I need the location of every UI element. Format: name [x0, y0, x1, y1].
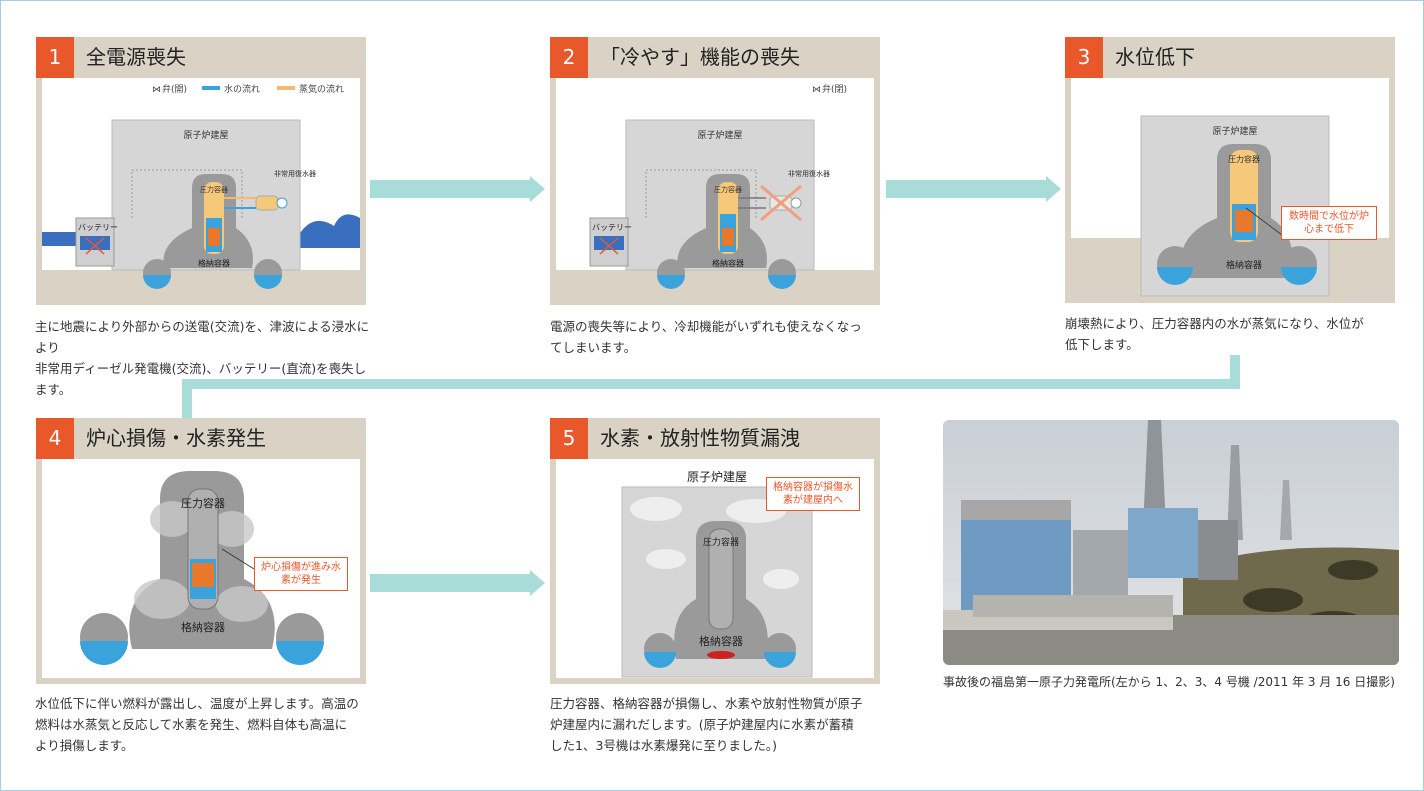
- note-leak: 格納容器が損傷水素が建屋内へ: [766, 477, 860, 511]
- diagram-3: 原子炉建屋 圧力容器 格納容器: [1071, 115, 1389, 297]
- step-desc-1: 主に地震により外部からの送電(交流)を、津波による浸水により 非常用ディーゼル発…: [35, 316, 375, 400]
- desc-line: 炉建屋内に漏れだします。(原子炉建屋内に水素が蓄積: [550, 717, 854, 732]
- label-building: 原子炉建屋: [697, 129, 742, 141]
- label-containment: 格納容器: [1226, 259, 1262, 271]
- desc-line: 水位低下に伴い燃料が露出し、温度が上昇します。高温の: [35, 696, 359, 711]
- label-containment: 格納容器: [712, 258, 744, 268]
- label-building: 原子炉建屋: [1212, 125, 1257, 137]
- note-hydrogen: 炉心損傷が進み水素が発生: [254, 557, 348, 591]
- plant-photo: [943, 420, 1399, 665]
- step-title: 全電源喪失: [86, 45, 186, 69]
- desc-line: 非常用ディーゼル発電機(交流)、バッテリー(直流)を喪失します。: [35, 361, 367, 397]
- label-building: 原子炉建屋: [183, 129, 228, 141]
- legend-valve: 弁(開): [162, 83, 187, 95]
- step-header: 1 全電源喪失: [36, 37, 366, 78]
- label-vessel: 圧力容器: [200, 185, 228, 194]
- diagram-4: 圧力容器 格納容器: [80, 471, 324, 665]
- legend-water: 水の流れ: [224, 83, 260, 95]
- step-number: 5: [550, 418, 588, 459]
- svg-text:⋈: ⋈: [152, 85, 161, 95]
- label-containment: 格納容器: [198, 258, 230, 268]
- step-title: 水位低下: [1115, 45, 1195, 69]
- desc-line: 燃料は水蒸気と反応して水素を発生、燃料自体も高温に: [35, 717, 348, 732]
- step-panel-2: 2 「冷やす」機能の喪失 ⋈ 弁(閉) 原子炉建屋 バッテリー 圧力容器 格納容…: [550, 37, 880, 305]
- step-header: 4 炉心損傷・水素発生: [36, 418, 366, 459]
- note-water-level: 数時間で水位が炉心まで低下: [1281, 206, 1377, 240]
- label-containment: 格納容器: [699, 634, 743, 648]
- arrow-4-5: [370, 570, 545, 596]
- step-title: 「冷やす」機能の喪失: [600, 45, 800, 69]
- desc-line: 主に地震により外部からの送電(交流)を、津波による浸水により: [35, 319, 370, 355]
- legend-steam: 蒸気の流れ: [299, 83, 344, 95]
- step-header: 5 水素・放射性物質漏洩: [550, 418, 880, 459]
- step-number: 2: [550, 37, 588, 78]
- step-panel-3: 3 水位低下 原子炉建屋 圧力容器 格納容器 数時間で水位が炉心まで低下: [1065, 37, 1395, 303]
- step-number: 3: [1065, 37, 1103, 78]
- desc-line: 崩壊熱により、圧力容器内の水が蒸気になり、水位が: [1065, 316, 1364, 331]
- desc-line: 圧力容器、格納容器が損傷し、水素や放射性物質が原子: [550, 696, 863, 711]
- label-vessel: 圧力容器: [703, 536, 739, 548]
- diagram-1: ⋈ 弁(開) 水の流れ 蒸気の流れ 原子炉建屋 バッテリー: [42, 83, 360, 299]
- desc-line: てしまいます。: [550, 340, 637, 355]
- connector-vertical-left: [182, 379, 192, 419]
- label-battery: バッテリー: [78, 223, 118, 232]
- diagram-2: ⋈ 弁(閉) 原子炉建屋 バッテリー 圧力容器 格納容器 非常: [556, 83, 874, 299]
- arrow-2-3: [886, 176, 1061, 202]
- label-vessel: 圧力容器: [714, 185, 742, 194]
- arrow-1-2: [370, 176, 545, 202]
- step-diagram: ⋈ 弁(閉) 原子炉建屋 バッテリー 圧力容器 格納容器 非常: [556, 78, 874, 299]
- step-desc-2: 電源の喪失等により、冷却機能がいずれも使えなくなっ てしまいます。: [550, 316, 890, 358]
- diagram-5: 原子炉建屋 圧力容器 格納容器: [621, 470, 813, 678]
- label-vessel: 圧力容器: [181, 496, 225, 510]
- label-vessel: 圧力容器: [1228, 154, 1260, 164]
- step-desc-5: 圧力容器、格納容器が損傷し、水素や放射性物質が原子 炉建屋内に漏れだします。(原…: [550, 693, 895, 756]
- step-desc-4: 水位低下に伴い燃料が露出し、温度が上昇します。高温の 燃料は水蒸気と反応して水素…: [35, 693, 380, 756]
- label-condenser: 非常用復水器: [274, 169, 316, 178]
- step-number: 4: [36, 418, 74, 459]
- step-panel-5: 5 水素・放射性物質漏洩 原子炉建屋 圧力容器 格納容器 格納容器が損傷水素が建…: [550, 418, 880, 684]
- svg-text:⋈: ⋈: [812, 85, 821, 95]
- label-building: 原子炉建屋: [687, 470, 747, 484]
- connector-vertical-right: [1230, 355, 1240, 389]
- desc-line: した1、3号機は水素爆発に至りました。): [550, 738, 778, 753]
- label-containment: 格納容器: [181, 620, 225, 634]
- step-diagram: ⋈ 弁(開) 水の流れ 蒸気の流れ 原子炉建屋 バッテリー: [42, 78, 360, 299]
- photo-caption: 事故後の福島第一原子力発電所(左から 1、2、3、4 号機 /2011 年 3 …: [943, 675, 1395, 689]
- step-title: 炉心損傷・水素発生: [86, 426, 266, 450]
- step-header: 3 水位低下: [1065, 37, 1395, 78]
- step-panel-4: 4 炉心損傷・水素発生 圧力容器 格納容器 炉心損傷が進み水素が発生: [36, 418, 366, 684]
- label-battery: バッテリー: [592, 223, 632, 232]
- desc-line: 低下します。: [1065, 337, 1139, 352]
- legend-valve: 弁(閉): [822, 83, 847, 95]
- step-title: 水素・放射性物質漏洩: [600, 426, 800, 450]
- connector-horizontal: [182, 379, 1240, 389]
- desc-line: 電源の喪失等により、冷却機能がいずれも使えなくなっ: [550, 319, 862, 334]
- step-diagram: 原子炉建屋 圧力容器 格納容器 格納容器が損傷水素が建屋内へ: [556, 459, 874, 678]
- step-header: 2 「冷やす」機能の喪失: [550, 37, 880, 78]
- step-desc-3: 崩壊熱により、圧力容器内の水が蒸気になり、水位が 低下します。: [1065, 313, 1415, 355]
- desc-line: より損傷します。: [35, 738, 134, 753]
- label-condenser: 非常用復水器: [788, 169, 830, 178]
- plant-photo-illustration: [943, 420, 1399, 665]
- step-diagram: 圧力容器 格納容器 炉心損傷が進み水素が発生: [42, 459, 360, 678]
- step-panel-1: 1 全電源喪失 ⋈ 弁(開) 水の流れ 蒸気の流れ 原子炉建屋 バッテリー: [36, 37, 366, 305]
- step-diagram: 原子炉建屋 圧力容器 格納容器 数時間で水位が炉心まで低下: [1071, 78, 1389, 297]
- step-number: 1: [36, 37, 74, 78]
